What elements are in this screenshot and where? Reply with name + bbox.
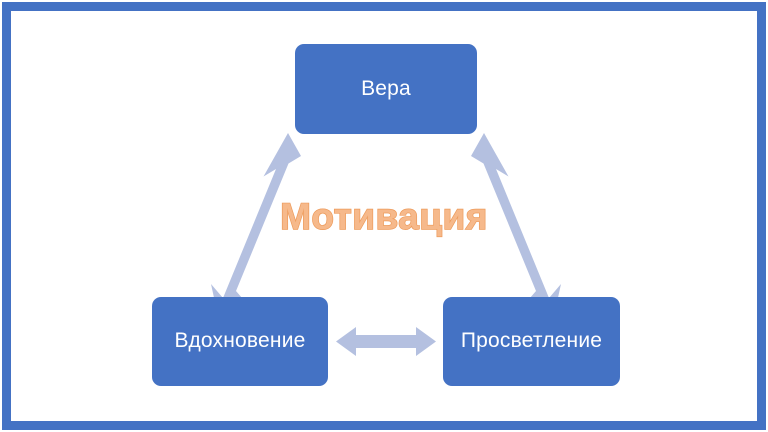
diagram-node-enlightenment[interactable]: Просветление (443, 297, 620, 386)
diagram-node-faith-label: Вера (361, 76, 411, 100)
connector-arrow-inspiration-enlightenment[interactable] (336, 327, 436, 356)
diagram-node-inspiration[interactable]: Вдохновение (152, 297, 328, 386)
connector-arrow-inspiration-faith[interactable] (211, 133, 301, 316)
diagram-node-faith[interactable]: Вера (295, 44, 477, 134)
diagram-node-enlightenment-label: Просветление (460, 329, 603, 353)
connector-arrow-enlightenment-faith[interactable] (471, 133, 561, 316)
diagram-node-inspiration-label: Вдохновение (174, 329, 306, 353)
diagram-center-label: Мотивация (279, 195, 488, 237)
